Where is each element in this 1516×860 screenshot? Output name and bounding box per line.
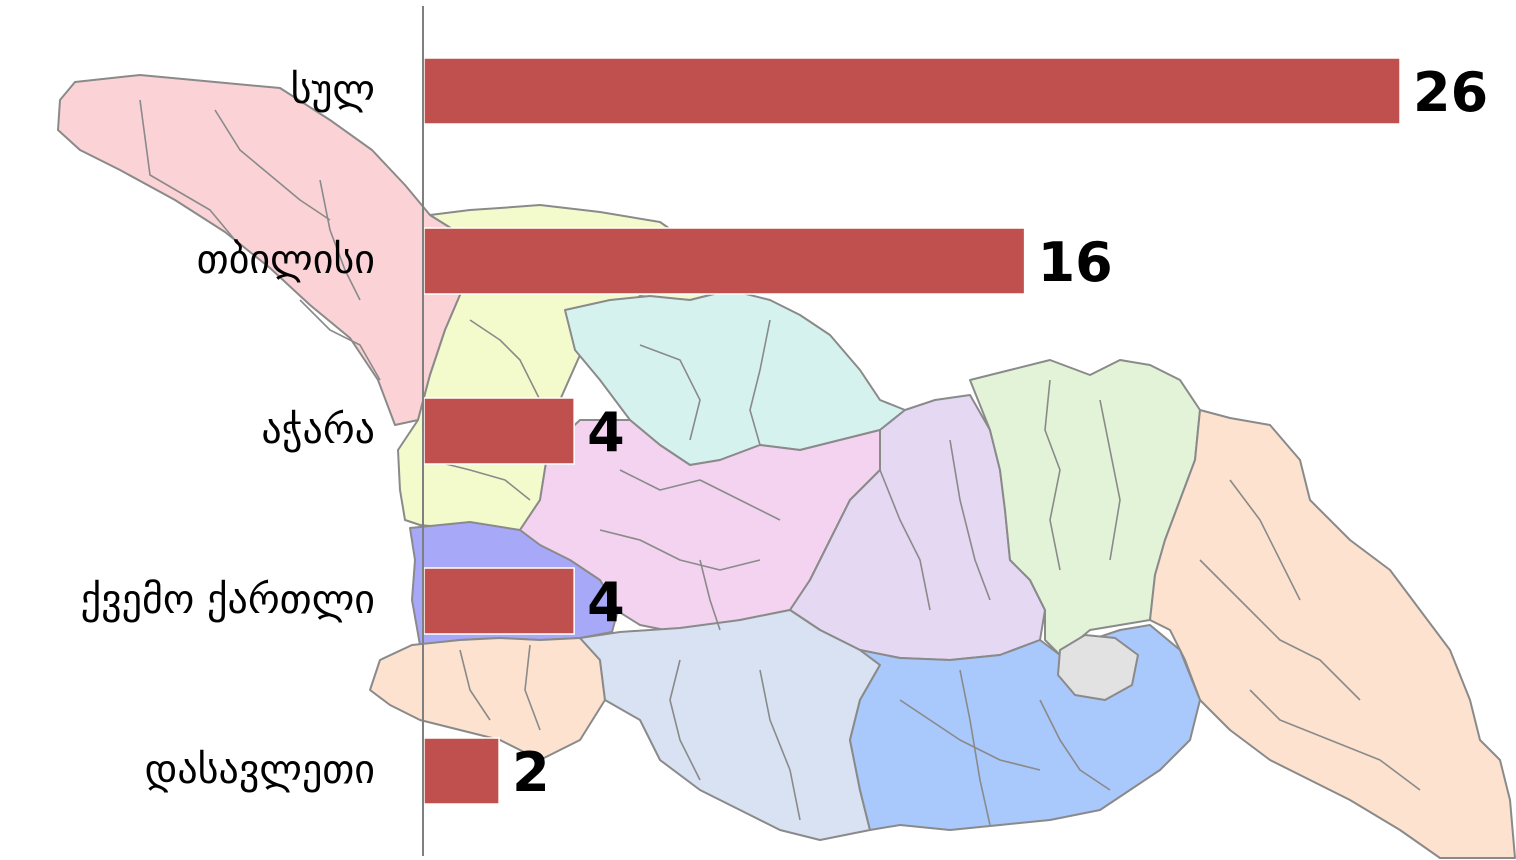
map-district-border-8 bbox=[639, 344, 701, 441]
value-label-2: 4 bbox=[587, 401, 625, 464]
map-district-border-10 bbox=[619, 469, 781, 521]
bars-layer bbox=[423, 57, 1401, 805]
bar-2 bbox=[423, 397, 575, 465]
value-label-1: 16 bbox=[1038, 231, 1113, 294]
map-district-border-5 bbox=[469, 319, 541, 401]
value-label-0: 26 bbox=[1413, 61, 1488, 124]
map-district-border-20 bbox=[669, 659, 701, 781]
map-district-border-12 bbox=[699, 559, 721, 631]
map-district-border-25 bbox=[459, 649, 491, 721]
value-label-4: 2 bbox=[512, 741, 550, 804]
value-label-3: 4 bbox=[587, 571, 625, 634]
bar-4 bbox=[423, 737, 500, 805]
map-district-border-26 bbox=[524, 644, 541, 731]
category-label-2: აჭარა bbox=[261, 407, 375, 453]
bar-3 bbox=[423, 567, 575, 635]
category-label-1: თბილისი bbox=[197, 237, 375, 283]
map-district-border-19 bbox=[1249, 689, 1421, 791]
map-district-border-21 bbox=[759, 669, 801, 821]
map-region-tbilisi bbox=[1057, 634, 1139, 701]
map-district-border-15 bbox=[1044, 379, 1061, 571]
map-district-border-9 bbox=[749, 319, 771, 446]
map-district-border-1 bbox=[139, 99, 236, 241]
bar-0 bbox=[423, 57, 1401, 125]
map-district-border-24 bbox=[1039, 699, 1111, 791]
map-district-border-23 bbox=[959, 669, 991, 826]
bar-1 bbox=[423, 227, 1026, 295]
map-district-border-13 bbox=[879, 469, 931, 611]
map-district-border-17 bbox=[1229, 479, 1301, 601]
map-district-border-14 bbox=[949, 439, 991, 601]
map-district-border-16 bbox=[1099, 399, 1121, 561]
map-district-border-4 bbox=[299, 299, 381, 381]
map-district-border-2 bbox=[214, 109, 331, 221]
map-district-border-3 bbox=[319, 179, 361, 301]
map-district-border-18 bbox=[1199, 559, 1361, 701]
category-label-4: დასავლეთი bbox=[145, 747, 375, 793]
map-region-adjara bbox=[369, 637, 606, 761]
map-region-kakheti bbox=[1149, 409, 1516, 859]
map-district-border-22 bbox=[899, 699, 1041, 771]
map-district-border-7 bbox=[429, 459, 531, 501]
category-label-0: სულ bbox=[291, 67, 375, 113]
map-district-border-11 bbox=[599, 529, 761, 571]
labels-layer: სულ 26 თბილისი 16 აჭარა 4 ქვემო ქართლი 4 დასავლე… bbox=[81, 61, 1489, 804]
category-label-3: ქვემო ქართლი bbox=[81, 577, 375, 623]
